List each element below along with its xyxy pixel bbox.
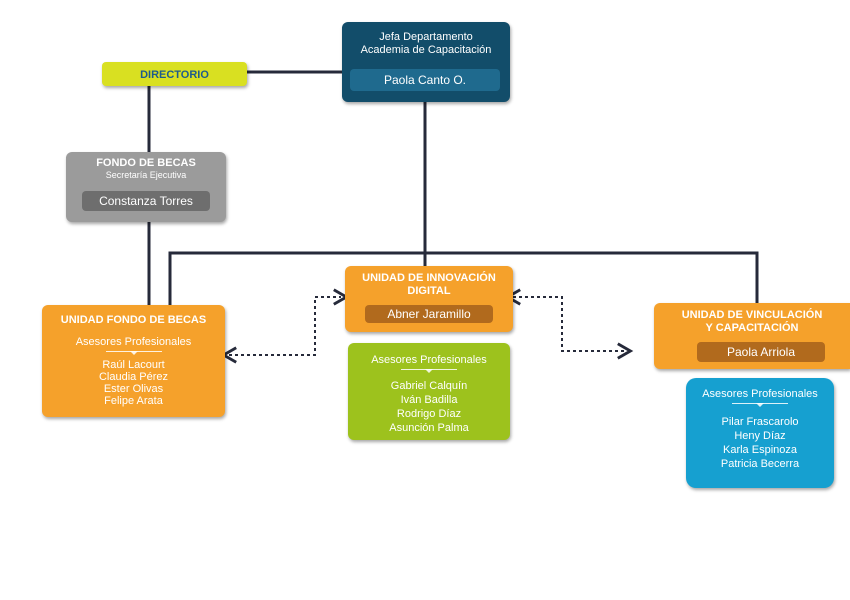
fondo-becas-name-pill: Constanza Torres <box>82 191 210 211</box>
unidad-fondo-becas-box: UNIDAD FONDO DE BECAS Asesores Profesion… <box>42 305 225 417</box>
advisor-name: Rodrigo Díaz <box>396 408 462 420</box>
vinculacion-advisor-list: Pilar Frascarolo Heny Díaz Karla Espinoz… <box>686 415 834 471</box>
line-bus <box>168 251 759 305</box>
unidad-innovacion-title-line1: UNIDAD DE INNOVACIÓN <box>362 272 496 284</box>
innovacion-separator <box>401 369 457 373</box>
unidad-vinculacion-title-line1: UNIDAD DE VINCULACIÓN <box>681 309 823 321</box>
advisor-name: Raúl Lacourt <box>102 359 165 371</box>
advisor-name: Claudia Pérez <box>98 371 169 383</box>
unidad-innovacion-name: Abner Jaramillo <box>387 307 471 321</box>
vinculacion-advisors-box: Asesores Profesionales Pilar Frascarolo … <box>686 378 834 488</box>
advisor-name: Ester Olivas <box>103 383 164 395</box>
arrow-fondo-innovacion <box>220 288 350 364</box>
unidad-innovacion-name-pill: Abner Jaramillo <box>365 305 493 323</box>
unidad-fondo-advisors-label: Asesores Profesionales <box>75 336 192 348</box>
fondo-becas-subtitle: Secretaría Ejecutiva <box>105 170 187 180</box>
advisor-name: Karla Espinoza <box>723 444 797 456</box>
fondo-becas-title: FONDO DE BECAS <box>96 157 196 169</box>
fondo-becas-box: FONDO DE BECAS Secretaría Ejecutiva Cons… <box>66 152 226 222</box>
unidad-vinculacion-box: UNIDAD DE VINCULACIÓN Y CAPACITACIÓN Pao… <box>654 303 850 369</box>
innovacion-advisor-list: Gabriel Calquín Iván Badilla Rodrigo Día… <box>348 379 510 435</box>
unidad-vinculacion-title-line2: Y CAPACITACIÓN <box>705 322 799 334</box>
unidad-vinculacion-name: Paola Arriola <box>726 345 796 359</box>
unidad-fondo-title: UNIDAD FONDO DE BECAS <box>60 314 207 326</box>
jefa-name: Paola Canto O. <box>383 73 467 87</box>
directorio-label: DIRECTORIO <box>140 69 209 81</box>
advisor-name: Patricia Becerra <box>720 458 800 470</box>
unidad-innovacion-title-line2: DIGITAL <box>407 285 451 297</box>
innovacion-advisors-label: Asesores Profesionales <box>371 354 487 366</box>
arrow-innovacion-vinculacion <box>504 288 634 360</box>
unidad-vinculacion-name-pill: Paola Arriola <box>697 342 825 362</box>
vinculacion-separator <box>732 403 788 407</box>
unidad-fondo-separator <box>105 351 162 355</box>
advisor-name: Gabriel Calquín <box>390 380 468 392</box>
unidad-fondo-advisor-list: Raúl Lacourt Claudia Pérez Ester Olivas … <box>42 359 225 407</box>
advisor-name: Heny Díaz <box>734 430 786 442</box>
innovacion-advisors-box: Asesores Profesionales Gabriel Calquín I… <box>348 343 510 440</box>
directorio-box: DIRECTORIO <box>102 62 247 86</box>
vinculacion-advisors-label: Asesores Profesionales <box>702 388 818 400</box>
jefa-title-line2: Academia de Capacitación <box>360 44 492 56</box>
advisor-name: Iván Badilla <box>400 394 458 406</box>
jefa-name-pill: Paola Canto O. <box>350 69 500 91</box>
jefa-departamento-box: Jefa Departamento Academia de Capacitaci… <box>342 22 510 102</box>
jefa-title-line1: Jefa Departamento <box>379 31 473 43</box>
advisor-name: Asunción Palma <box>389 422 469 434</box>
advisor-name: Pilar Frascarolo <box>721 416 799 428</box>
fondo-becas-name: Constanza Torres <box>99 194 193 208</box>
advisor-name: Felipe Arata <box>104 395 163 407</box>
unidad-innovacion-box: UNIDAD DE INNOVACIÓN DIGITAL Abner Jaram… <box>345 266 513 332</box>
